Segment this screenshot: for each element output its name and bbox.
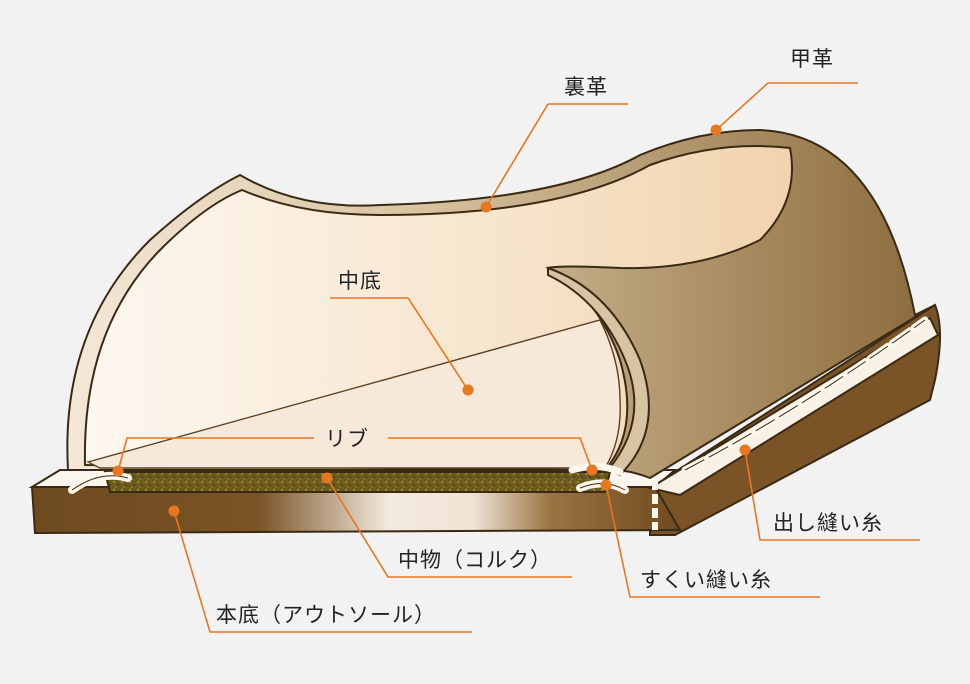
label-filler: 中物（コルク） [398,548,552,572]
callout-inseam-stitch [600,479,820,598]
callout-outsole [168,505,472,633]
callout-filler [321,472,572,578]
label-inseam-stitch: すくい縫い糸 [640,568,772,592]
callout-insole [330,297,474,396]
label-lining-leather: 裏革 [564,75,608,99]
label-insole: 中底 [338,269,382,293]
label-outsole: 本底（アウトソール） [216,603,436,627]
callout-rib [112,437,598,477]
callout-lining-leather [480,103,628,213]
callout-upper-leather [710,82,858,136]
welt-stitches [652,316,929,530]
label-upper-leather: 甲革 [790,47,834,71]
label-welt-stitch: 出し縫い糸 [773,511,883,535]
callout-welt-stitch [739,444,920,541]
shoe-upper [66,128,936,480]
label-rib: リブ [325,427,369,451]
cork-filler [103,471,612,493]
